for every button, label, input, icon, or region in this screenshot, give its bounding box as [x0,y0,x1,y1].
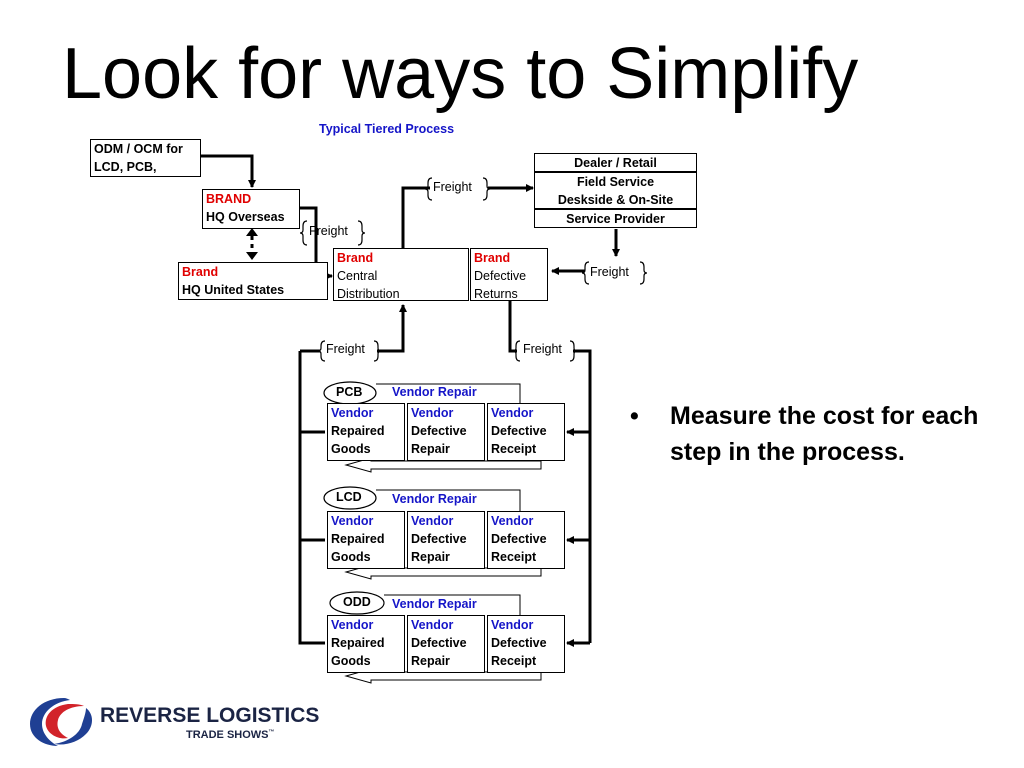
cell-line: Goods [331,654,371,668]
vendor-repaired-goods-pcb: Vendor Repaired Goods [327,403,405,461]
cell-line: Repaired [331,532,385,546]
vendor-defective-receipt-pcb: Vendor Defective Receipt [487,403,565,461]
cell-line: Receipt [491,654,537,668]
odm-ocm-box: ODM / OCM for LCD, PCB, [90,139,201,177]
cell-line: Goods [331,442,371,456]
brand-hq-us-box: Brand HQ United States [178,262,328,300]
bullet-point: • Measure the cost for each step in the … [630,398,980,470]
freight-label-returns: Freight [590,265,629,279]
bullet-text: Measure the cost for each step in the pr… [670,402,979,466]
brand-defective-line3: Returns [474,287,518,301]
freight-label-left: Freight [326,342,365,356]
brand-central-line1: Brand [337,251,374,265]
odm-to-hq-arrow [200,154,256,188]
logo-tm: ™ [268,729,275,736]
vendor-repaired-goods-odd: Vendor Repaired Goods [327,615,405,673]
cell-line: Vendor [331,514,374,528]
slide-title: Look for ways to Simplify [62,34,859,114]
cell-line: Goods [331,550,371,564]
cell-line: Vendor [411,514,454,528]
field-service-line1: Field Service [576,175,655,189]
brand-hq-us-line2: HQ United States [182,283,285,297]
vendor-defective-receipt-lcd: Vendor Defective Receipt [487,511,565,569]
cell-line: Repaired [331,636,385,650]
brand-central-line3: Distribution [337,287,400,301]
brand-hq-overseas-line1: BRAND [206,192,252,206]
vendor-defective-repair-lcd: Vendor Defective Repair [407,511,485,569]
vendor-defective-repair-pcb: Vendor Defective Repair [407,403,485,461]
vendor-defective-receipt-odd: Vendor Defective Receipt [487,615,565,673]
logo-sub-label: TRADE SHOWS [186,729,269,741]
cell-line: Vendor [411,618,454,632]
freight-label-hq: Freight [309,224,348,238]
vendor-group-tag-odd: ODD [343,595,371,609]
cell-line: Vendor [491,406,534,420]
central-up-line [401,186,430,248]
cell-line: Repaired [331,424,385,438]
dealer-line1: Dealer / Retail [574,156,657,170]
logo-sub-text: TRADE SHOWS™ [186,729,275,741]
service-provider-line1: Service Provider [566,212,665,226]
cell-line: Receipt [491,442,537,456]
brand-hq-us-line1: Brand [182,265,219,279]
cell-line: Defective [411,636,467,650]
odm-line2: LCD, PCB, [94,160,157,174]
cell-line: Vendor [411,406,454,420]
cell-line: Vendor [491,514,534,528]
service-provider-box: Service Provider [534,209,697,228]
cell-line: Defective [411,424,467,438]
brand-defective-line2: Defective [474,269,527,283]
cell-line: Vendor [491,618,534,632]
vendor-repair-header-lcd: Vendor Repair [392,492,477,506]
freight-label-top: Freight [433,180,472,194]
vendor-repair-header-odd: Vendor Repair [392,597,477,611]
brand-hq-overseas-line2: HQ Overseas [206,210,285,224]
field-service-line2: Deskside & On-Site [557,193,674,207]
vendor-repaired-goods-lcd: Vendor Repaired Goods [327,511,405,569]
cell-line: Defective [491,636,547,650]
brand-defective-returns-box: Brand Defective Returns [470,248,548,301]
cell-line: Vendor [331,406,374,420]
cell-line: Defective [411,532,467,546]
brand-central-distribution-box: Brand Central Distribution [333,248,469,301]
field-service-box: Field Service Deskside & On-Site [534,172,697,209]
cell-line: Defective [491,532,547,546]
brand-central-line2: Central [337,269,378,283]
cell-line: Receipt [491,550,537,564]
cell-line: Repair [411,550,450,564]
vendor-repair-header-pcb: Vendor Repair [392,385,477,399]
odm-line1: ODM / OCM for [94,142,183,156]
cell-line: Repair [411,442,450,456]
brand-defective-line1: Brand [474,251,511,265]
cell-line: Defective [491,424,547,438]
bullet-dot-icon: • [630,402,639,430]
diagram-title: Typical Tiered Process [319,122,455,136]
cell-line: Vendor [331,618,374,632]
right-bus-line [573,349,592,643]
freight-label-right: Freight [523,342,562,356]
brand-hq-overseas-box: BRAND HQ Overseas [202,189,300,229]
vendor-defective-repair-odd: Vendor Defective Repair [407,615,485,673]
freight-to-central-arrow [377,304,407,353]
left-bus-line [298,430,325,645]
cell-line: Repair [411,654,450,668]
reverse-logistics-logo-icon [30,698,92,746]
dealer-retail-box: Dealer / Retail [534,153,697,172]
logo-main-text: REVERSE LOGISTICS [100,704,320,727]
vendor-group-tag-lcd: LCD [336,490,362,504]
vendor-group-tag-pcb: PCB [336,385,363,399]
